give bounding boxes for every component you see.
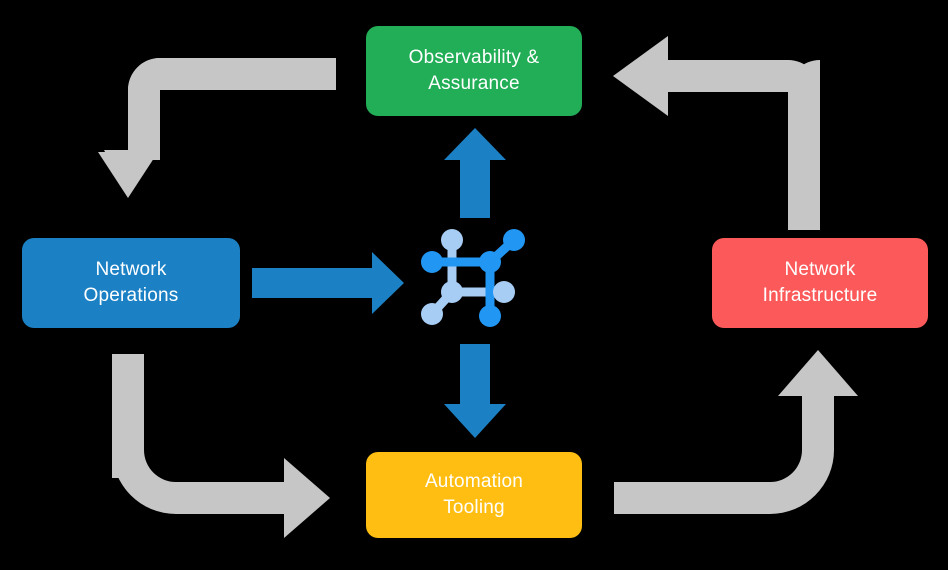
node-box-observability[interactable]: Observability & Assurance <box>366 26 582 116</box>
gray-elbow-arrow-down-right <box>112 354 330 538</box>
node-box-automation-tooling[interactable]: Automation Tooling <box>366 452 582 538</box>
blue-arrow-up <box>444 128 506 218</box>
node-label-observability: Observability & Assurance <box>408 47 540 94</box>
gray-elbow-arrow-up-left <box>613 36 820 230</box>
node-label-network-operations: Network Operations <box>83 259 179 306</box>
node-label-automation-tooling: Automation Tooling <box>424 471 524 518</box>
node-box-network-operations[interactable]: Network Operations <box>22 238 240 328</box>
gray-elbow-arrow-down-left <box>98 58 336 198</box>
node-box-network-infrastructure[interactable]: Network Infrastructure <box>712 238 928 328</box>
gray-elbow-arrow-right-up <box>614 350 858 514</box>
blue-arrow-down <box>444 344 506 438</box>
node-label-network-infrastructure: Network Infrastructure <box>762 259 878 306</box>
network-topology-icon <box>421 229 525 327</box>
blue-arrow-right <box>252 252 404 314</box>
